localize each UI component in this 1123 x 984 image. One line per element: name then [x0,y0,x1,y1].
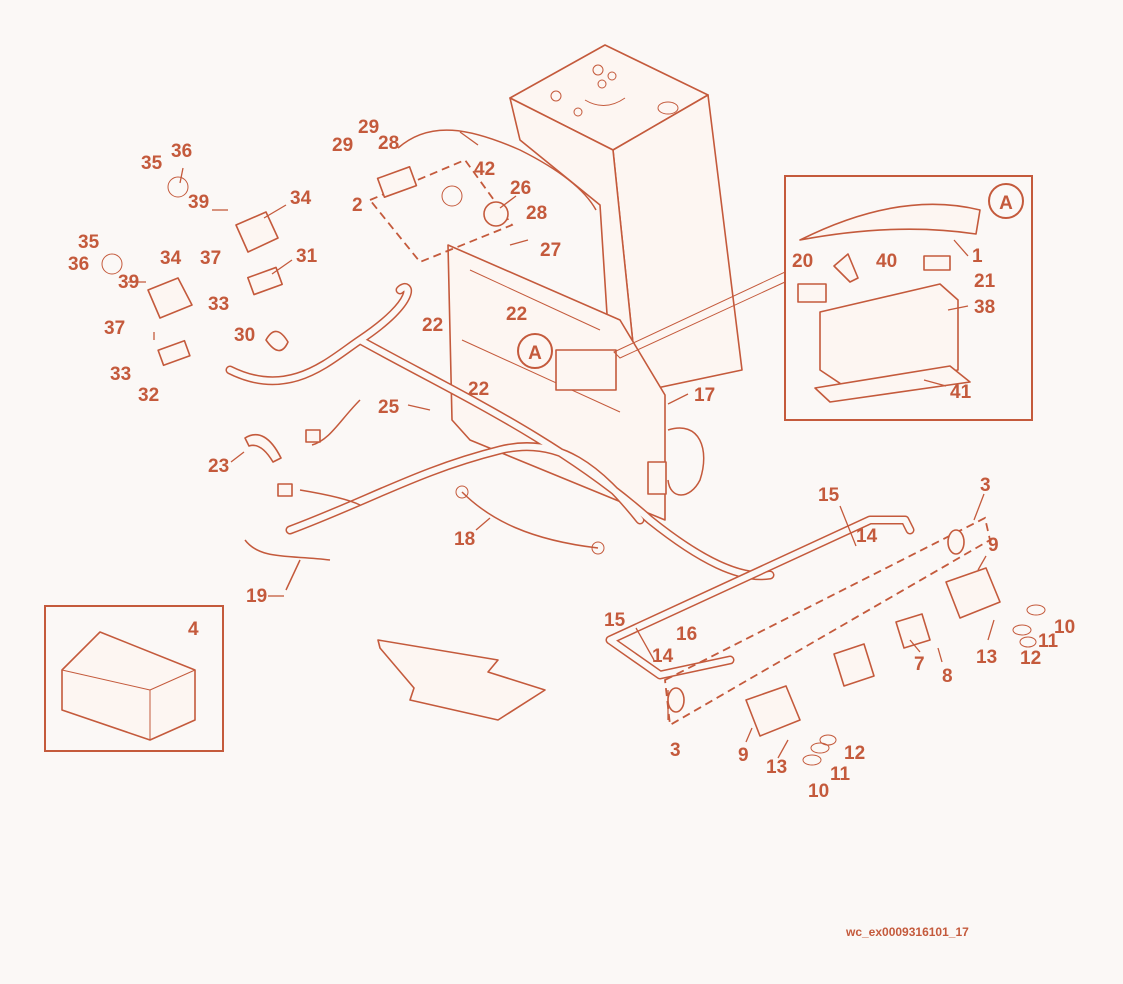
label-23: 23 [208,456,229,477]
callout-a-detail: A [988,183,1024,219]
label-11: 11 [830,764,851,785]
label-28: 28 [526,203,547,224]
label-9: 9 [988,535,999,556]
label-4: 4 [188,619,199,640]
work-light-upper [167,176,279,253]
cable-42 [397,129,597,211]
label-26: 26 [510,178,531,199]
label-29: 29 [358,117,379,138]
label-37: 37 [104,318,125,339]
floor-mat-arrow [377,639,546,721]
label-1: 1 [972,246,983,267]
label-35: 35 [141,153,163,174]
label-31: 31 [296,246,318,267]
label-9: 9 [738,745,749,766]
cable-clip-23 [244,433,282,463]
label-8: 8 [942,666,953,687]
label-14: 14 [856,526,878,547]
label-41: 41 [950,382,972,403]
callout-a-panel: A [517,333,553,369]
kit-box [44,605,224,752]
label-3: 3 [670,740,681,761]
label-14: 14 [652,646,674,667]
label-36: 36 [68,254,89,275]
label-7: 7 [914,654,925,675]
label-3: 3 [980,475,991,496]
leader-lines [128,131,995,759]
label-15: 15 [604,610,626,631]
label-2: 2 [352,195,363,216]
label-12: 12 [1020,648,1041,669]
label-29: 29 [332,135,353,156]
label-37: 37 [200,248,221,269]
label-19: 19 [246,586,267,607]
label-22: 22 [506,304,527,325]
label-21: 21 [974,271,996,292]
lamp-assemblies [157,266,289,367]
callout-letter: A [999,193,1013,214]
label-30: 30 [234,325,255,346]
label-34: 34 [160,248,182,269]
label-40: 40 [876,251,897,272]
work-light-lower [101,253,193,319]
label-25: 25 [378,397,400,418]
label-36: 36 [171,141,192,162]
label-22: 22 [468,379,489,400]
label-10: 10 [1054,617,1075,638]
main-wiring-harness [225,282,775,591]
label-38: 38 [974,297,995,318]
label-11: 11 [1038,631,1059,652]
label-34: 34 [290,188,312,209]
drawing-reference: wc_ex0009316101_17 [846,925,969,939]
callout-letter: A [528,343,542,364]
label-13: 13 [976,647,997,668]
label-32: 32 [138,385,159,406]
label-39: 39 [188,192,209,213]
label-28: 28 [378,133,399,154]
label-16: 16 [676,624,697,645]
label-27: 27 [540,240,561,261]
rear-light-frame [605,515,992,727]
label-12: 12 [844,743,865,764]
label-35: 35 [78,232,100,253]
label-42: 42 [474,159,495,180]
battery-on-panel [555,349,617,391]
label-33: 33 [110,364,131,385]
detail-a-box [613,175,1033,421]
label-22: 22 [422,315,443,336]
label-17: 17 [694,385,715,406]
label-33: 33 [208,294,229,315]
label-18: 18 [454,529,475,550]
part-labels: 35 36 39 34 35 36 39 34 37 33 31 37 33 3… [68,117,1075,802]
label-39: 39 [118,272,139,293]
label-20: 20 [792,251,813,272]
label-15: 15 [818,485,840,506]
label-10: 10 [808,781,829,802]
column-housing [509,44,743,393]
switch-cluster [368,158,514,264]
label-13: 13 [766,757,787,778]
battery-cable-18 [461,491,599,549]
tail-lights [667,529,1046,766]
